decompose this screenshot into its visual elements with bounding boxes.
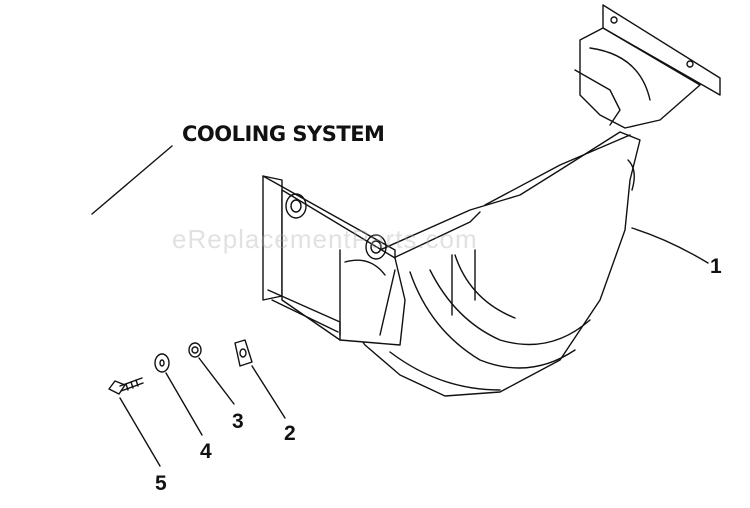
callout-4: 4	[200, 440, 212, 463]
callout-5: 5	[155, 472, 167, 495]
part-1-cooling-shroud	[262, 4, 721, 397]
part-1-leader-line	[631, 227, 709, 264]
callout-3: 3	[232, 410, 244, 433]
watermark-text: eReplacementParts.com	[172, 224, 478, 254]
part-5-bolt	[108, 377, 144, 395]
callout-2: 2	[284, 422, 296, 445]
part-4-leader-line	[165, 372, 203, 436]
part-2-leader-line	[251, 365, 286, 419]
title-leader-line	[91, 145, 173, 215]
part-3-leader-line	[198, 357, 235, 405]
part-4-washer	[154, 353, 170, 373]
callout-1: 1	[710, 255, 722, 278]
part-3-nut	[188, 342, 202, 358]
part-5-leader-line	[119, 397, 161, 467]
diagram-title: COOLING SYSTEM	[182, 122, 385, 146]
part-2-clip-nut	[234, 339, 253, 367]
